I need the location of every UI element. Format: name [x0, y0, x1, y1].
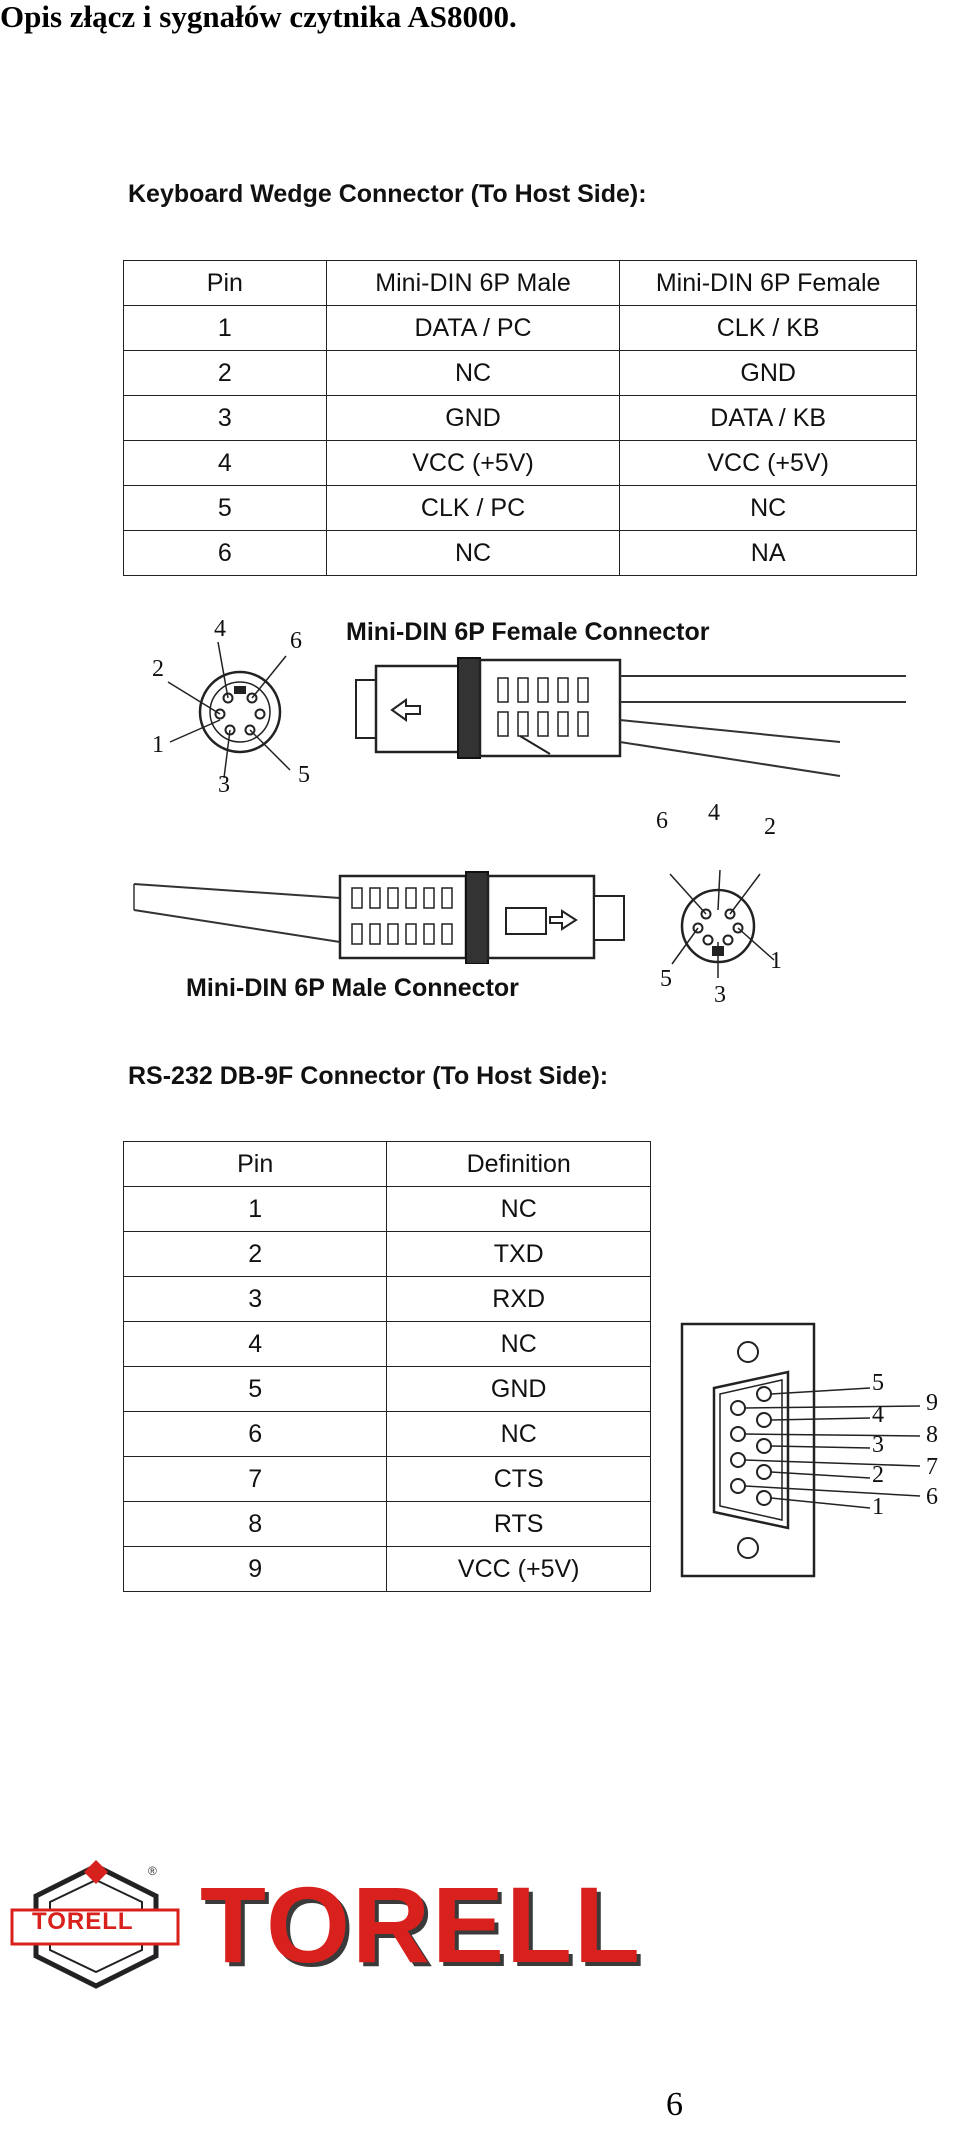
db9-pin-label: 7 [926, 1454, 938, 1480]
cell-definition: TXD [386, 1231, 651, 1277]
page-number: 6 [666, 2086, 683, 2123]
db9-pin-label: 9 [926, 1390, 938, 1416]
male-pin-label: 6 [656, 808, 668, 834]
female-connector-plug [355, 657, 906, 777]
db9-pin-label: 3 [872, 1432, 884, 1458]
db9-connector-diagram [680, 1322, 921, 1578]
table-row: 1 DATA / PC CLK / KB [123, 305, 917, 351]
logo-wordmark: TORELL [200, 1864, 642, 1985]
male-pin-label: 2 [764, 814, 776, 840]
male-pin-label: 4 [708, 800, 720, 826]
logo-badge-icon [10, 1860, 180, 1989]
cell-pin: 5 [122, 1366, 388, 1412]
male-pin-label: 3 [714, 982, 726, 1008]
cell-pin: 6 [122, 1411, 388, 1457]
cell-female: DATA / KB [619, 395, 917, 441]
female-pinout-diagram [167, 641, 291, 779]
cell-female: VCC (+5V) [619, 440, 917, 486]
cell-female: NC [619, 485, 917, 531]
cell-definition: VCC (+5V) [386, 1546, 651, 1592]
cell-male: DATA / PC [325, 305, 621, 351]
female-pin-label: 2 [152, 656, 164, 682]
male-pinout-diagram [669, 869, 775, 978]
cell-definition: RXD [386, 1276, 651, 1322]
cell-definition: NC [386, 1411, 651, 1457]
rs232-section-heading: RS-232 DB-9F Connector (To Host Side): [128, 1062, 609, 1090]
female-pin-label: 1 [152, 732, 164, 758]
table-row: 6 NC NA [123, 530, 917, 576]
table-header-row: Pin Mini-DIN 6P Male Mini-DIN 6P Female [123, 260, 917, 306]
header-definition: Definition [386, 1141, 651, 1187]
cell-pin: 4 [122, 1321, 388, 1367]
cell-female: GND [619, 350, 917, 396]
female-pin-label: 3 [218, 772, 230, 798]
cell-female: NA [619, 530, 917, 576]
female-pin-label: 5 [298, 762, 310, 788]
female-pin-label: 4 [214, 616, 226, 642]
cell-pin: 1 [123, 305, 327, 351]
cell-pin: 9 [122, 1546, 388, 1592]
male-connector-plug [133, 871, 625, 964]
table-header-row: Pin Definition [122, 1141, 651, 1187]
male-connector-label: Mini-DIN 6P Male Connector [186, 974, 519, 1002]
cell-definition: RTS [386, 1501, 651, 1547]
cell-definition: GND [386, 1366, 651, 1412]
cell-pin: 2 [122, 1231, 388, 1277]
db9-pin-label: 2 [872, 1462, 884, 1488]
cell-definition: NC [386, 1186, 651, 1232]
male-pin-label: 5 [660, 966, 672, 992]
table-row: 2 NC GND [123, 350, 917, 396]
logo-badge-text: TORELL [32, 1908, 134, 1935]
cell-male: NC [325, 530, 621, 576]
table-row: 3 GND DATA / KB [123, 395, 917, 441]
cell-male: VCC (+5V) [325, 440, 621, 486]
cell-female: CLK / KB [619, 305, 917, 351]
db9-pin-label: 6 [926, 1484, 938, 1510]
cell-pin: 3 [122, 1276, 388, 1322]
header-pin: Pin [122, 1141, 388, 1187]
db9-pin-label: 8 [926, 1422, 938, 1448]
cell-pin: 3 [123, 395, 327, 441]
table-row: 5 CLK / PC NC [123, 485, 917, 531]
keyboard-section-heading: Keyboard Wedge Connector (To Host Side): [128, 180, 647, 208]
cell-pin: 1 [122, 1186, 388, 1232]
page-title: Opis złącz i sygnałów czytnika AS8000. [0, 0, 517, 34]
torell-logo: TORELL ® TORELL [8, 1860, 688, 1990]
header-female: Mini-DIN 6P Female [619, 260, 917, 306]
cell-pin: 2 [123, 350, 327, 396]
cell-male: NC [325, 350, 621, 396]
db9-pin-label: 4 [872, 1402, 884, 1428]
header-pin: Pin [123, 260, 327, 306]
cell-pin: 6 [123, 530, 327, 576]
cell-pin: 4 [123, 440, 327, 486]
db9-pin-label: 5 [872, 1370, 884, 1396]
cell-pin: 8 [122, 1501, 388, 1547]
registered-mark: ® [148, 1864, 157, 1878]
female-pin-label: 6 [290, 628, 302, 654]
header-male: Mini-DIN 6P Male [325, 260, 621, 306]
female-connector-label: Mini-DIN 6P Female Connector [346, 618, 710, 646]
cell-pin: 7 [122, 1456, 388, 1502]
cell-definition: NC [386, 1321, 651, 1367]
table-row: 4 VCC (+5V) VCC (+5V) [123, 440, 917, 486]
keyboard-pin-table: Pin Mini-DIN 6P Male Mini-DIN 6P Female … [123, 260, 917, 576]
cell-definition: CTS [386, 1456, 651, 1502]
db9-pin-label: 1 [872, 1494, 884, 1520]
cell-male: GND [325, 395, 621, 441]
cell-pin: 5 [123, 485, 327, 531]
male-pin-label: 1 [770, 948, 782, 974]
cell-male: CLK / PC [325, 485, 621, 531]
